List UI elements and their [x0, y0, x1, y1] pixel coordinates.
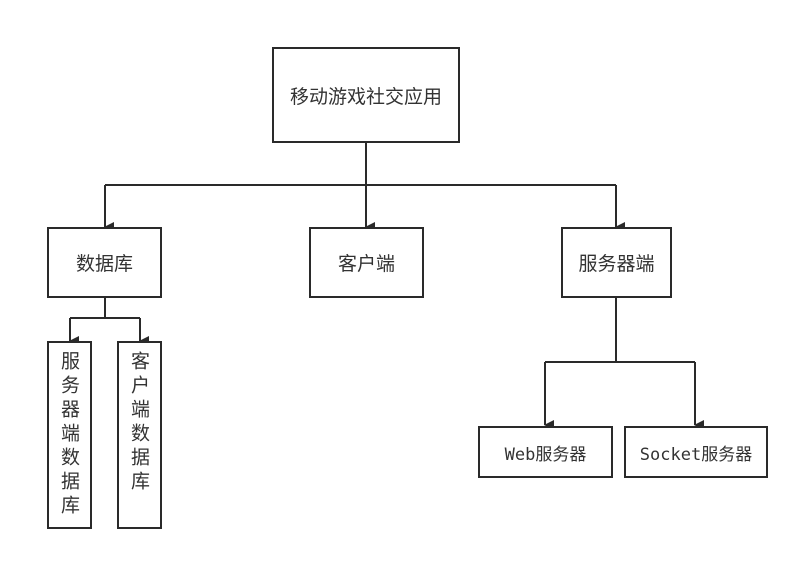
server-node: 服务器端 — [561, 227, 672, 298]
client-node: 客户端 — [309, 227, 424, 298]
root-node: 移动游戏社交应用 — [272, 47, 460, 143]
server-db-node-label: 服务器端数据库 — [58, 351, 80, 519]
web-server-node: Web服务器 — [478, 426, 613, 478]
database-node: 数据库 — [47, 227, 162, 298]
web-server-node-label: Web服务器 — [504, 444, 587, 465]
server-db-node: 服务器端数据库 — [47, 341, 92, 529]
client-db-node-label: 客户端数据库 — [128, 351, 150, 495]
database-node-label: 数据库 — [75, 253, 133, 275]
socket-server-node-label: Socket服务器 — [639, 444, 753, 465]
socket-server-node: Socket服务器 — [624, 426, 768, 478]
client-node-label: 客户端 — [337, 253, 395, 275]
server-node-label: 服务器端 — [578, 253, 655, 275]
client-db-node: 客户端数据库 — [117, 341, 162, 529]
root-node-label: 移动游戏社交应用 — [289, 85, 442, 108]
